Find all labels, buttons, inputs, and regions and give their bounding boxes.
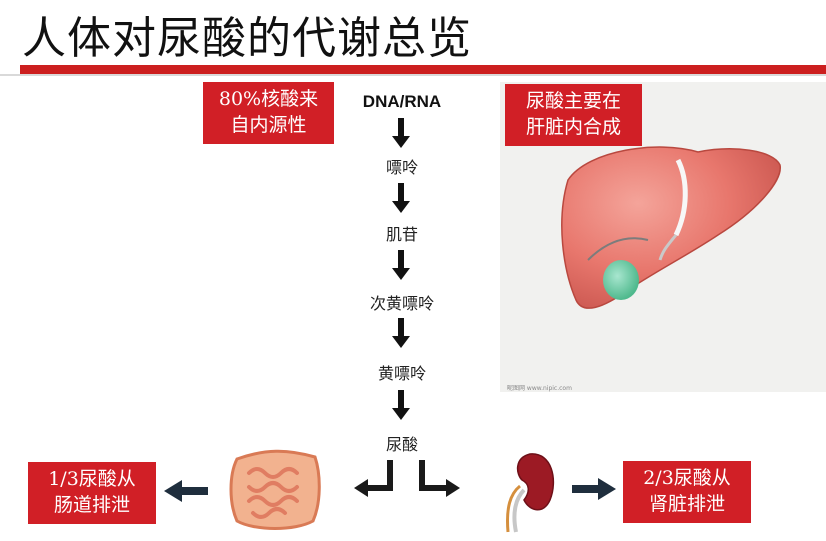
image-credit: 昵图网 www.nipic.com (507, 385, 572, 392)
kidney-label-line1: 2/3尿酸从 (643, 467, 731, 489)
split-left-arrow-icon (354, 460, 393, 497)
liver-label-line1: 尿酸主要在 (525, 90, 621, 112)
down-arrow-icon (392, 318, 410, 348)
title-underline-gray (0, 74, 826, 76)
pathway-step-purine: 嘌呤 (385, 158, 418, 177)
kidney-label-line2: 肾脏排泄 (648, 493, 725, 515)
source-label-line1: 80%核酸来 (218, 88, 319, 110)
intestine-label-line2: 肠道排泄 (53, 494, 130, 516)
pathway-step-uric-acid: 尿酸 (385, 435, 418, 454)
source-label-line2: 自内源性 (230, 114, 307, 136)
intestine-illustration (229, 449, 321, 530)
liver-label-line2: 肝脏内合成 (525, 116, 621, 138)
slide-title: 人体对尿酸的代谢总览 (22, 13, 472, 64)
down-arrow-icon (392, 250, 410, 280)
intestine-label-line1: 1/3尿酸从 (48, 468, 136, 490)
liver-illustration (561, 146, 781, 309)
pathway-step-inosine: 肌苷 (385, 225, 418, 244)
title-underline-red (20, 65, 826, 74)
down-arrow-icon (392, 183, 410, 213)
down-arrow-icon (392, 118, 410, 148)
down-arrow-icon (392, 390, 410, 420)
kidney-illustration (506, 453, 555, 533)
pathway-step-dna-rna: DNA/RNA (362, 92, 442, 111)
right-arrow-icon (572, 478, 616, 500)
intestine-label-box: 1/3尿酸从 肠道排泄 (28, 462, 156, 524)
kidney-label-box: 2/3尿酸从 肾脏排泄 (623, 461, 751, 523)
pathway-step-xanthine: 黄嘌呤 (377, 364, 426, 383)
source-label-box: 80%核酸来 自内源性 (203, 82, 334, 144)
split-right-arrow-icon (419, 460, 460, 497)
left-arrow-icon (164, 480, 208, 502)
liver-label-box: 尿酸主要在 肝脏内合成 (505, 84, 642, 146)
pathway-step-hypoxanthine: 次黄嘌呤 (369, 294, 434, 313)
